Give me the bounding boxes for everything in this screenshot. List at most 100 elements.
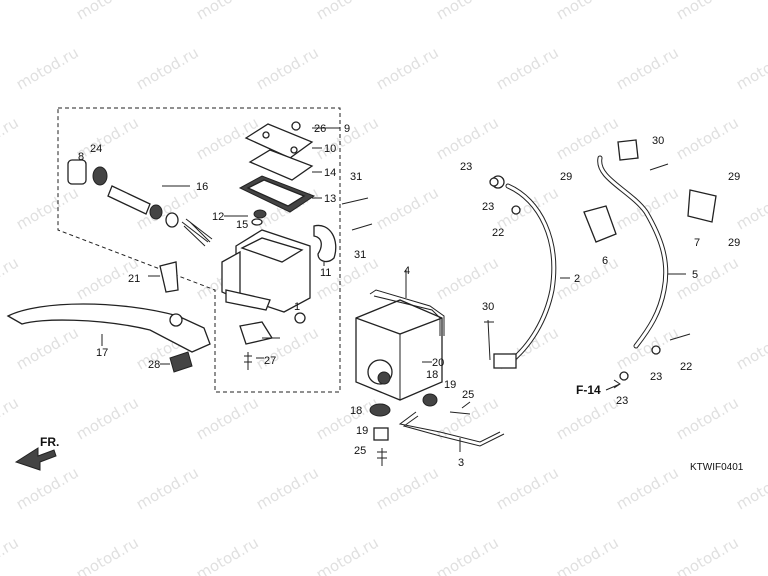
cap-hole xyxy=(262,131,270,139)
washer-23b xyxy=(511,205,521,215)
leader-lines xyxy=(101,127,686,452)
watermark-text: motod.ru xyxy=(73,0,142,23)
callout-14: 14 xyxy=(324,167,336,179)
watermark-text: motod.ru xyxy=(193,393,262,443)
washer-23d xyxy=(619,371,629,381)
watermark-text: motod.ru xyxy=(0,393,22,443)
circlip-24 xyxy=(92,166,108,186)
watermark-text: motod.ru xyxy=(733,183,768,233)
callout-25a: 25 xyxy=(462,389,474,401)
watermark-text: motod.ru xyxy=(373,43,442,93)
watermark-text: motod.ru xyxy=(673,533,742,576)
washer-23c xyxy=(651,345,661,355)
hose-fitting xyxy=(493,353,517,369)
callout-5: 5 xyxy=(692,269,698,281)
callout-26: 26 xyxy=(314,123,326,135)
callout-18b: 18 xyxy=(350,405,362,417)
washer-15 xyxy=(251,218,263,226)
callout-10: 10 xyxy=(324,143,336,155)
watermark-text: motod.ru xyxy=(0,113,22,163)
watermark-text: motod.ru xyxy=(73,393,142,443)
brake-switch xyxy=(239,321,274,345)
direction-label: FR. xyxy=(40,435,59,449)
watermark-text: motod.ru xyxy=(0,533,22,576)
diaphragm-inner xyxy=(246,179,306,207)
watermark-text: motod.ru xyxy=(73,533,142,576)
reference-label: F-14 xyxy=(576,383,601,397)
callout-23a: 23 xyxy=(460,161,472,173)
washer-12 xyxy=(253,209,267,219)
brake-hose-5-inner xyxy=(598,156,668,348)
bolt-30b xyxy=(649,163,669,171)
mount-rubber-18b xyxy=(422,393,438,407)
brake-pipe-3-outer xyxy=(402,415,505,447)
watermark-text: motod.ru xyxy=(13,463,82,513)
callout-29a: 29 xyxy=(560,171,572,183)
watermark-text: motod.ru xyxy=(193,0,262,23)
collar-19 xyxy=(373,427,389,441)
watermark-text: motod.ru xyxy=(0,253,22,303)
pivot-nut xyxy=(169,351,193,373)
brake-hose-2-inner xyxy=(506,184,556,364)
watermark-text: motod.ru xyxy=(373,463,442,513)
watermark-text: motod.ru xyxy=(673,253,742,303)
callout-2: 2 xyxy=(574,273,580,285)
watermark-text: motod.ru xyxy=(253,43,322,93)
watermark-text: motod.ru xyxy=(613,43,682,93)
watermark-text: motod.ru xyxy=(133,43,202,93)
callout-18a: 18 xyxy=(426,369,438,381)
watermark-text: motod.ru xyxy=(433,113,502,163)
callout-31b: 31 xyxy=(354,249,366,261)
callout-23b: 23 xyxy=(482,201,494,213)
callout-21: 21 xyxy=(128,273,140,285)
hose-bracket-7 xyxy=(687,189,717,223)
brake-pipe-4 xyxy=(369,289,445,336)
watermark-text: motod.ru xyxy=(13,323,82,373)
watermark-text: motod.ru xyxy=(493,43,562,93)
bolt-30 xyxy=(484,319,494,361)
hose-clamp-6 xyxy=(583,205,617,243)
reservoir-opening xyxy=(240,237,304,263)
callout-24: 24 xyxy=(90,143,102,155)
callout-16: 16 xyxy=(196,181,208,193)
callout-11: 11 xyxy=(320,267,331,279)
banjo-30 xyxy=(617,139,639,161)
watermark-text: motod.ru xyxy=(493,183,562,233)
callout-19a: 19 xyxy=(444,379,456,391)
callout-9: 9 xyxy=(344,123,350,135)
assembly-bracket-9 xyxy=(57,107,341,393)
piston xyxy=(107,185,151,215)
watermark-text: motod.ru xyxy=(433,0,502,23)
callout-30a: 30 xyxy=(652,135,664,147)
callout-12: 12 xyxy=(212,211,224,223)
brake-pipe-3 xyxy=(398,411,501,443)
callout-8: 8 xyxy=(78,151,84,163)
lever-mount xyxy=(225,289,271,311)
callout-27: 27 xyxy=(264,355,276,367)
front-direction-arrow-icon xyxy=(14,447,57,471)
bolt-22 xyxy=(669,333,691,341)
reference-arrow-icon xyxy=(605,379,621,391)
watermark-text: motod.ru xyxy=(313,393,382,443)
callout-4: 4 xyxy=(404,265,410,277)
piston-cup xyxy=(149,204,163,220)
watermark-text: motod.ru xyxy=(493,463,562,513)
abs-motor-core xyxy=(377,371,391,385)
callout-1: 1 xyxy=(294,301,300,313)
callout-29b: 29 xyxy=(728,171,740,183)
mount-bolt xyxy=(294,312,306,324)
watermark-text: motod.ru xyxy=(313,533,382,576)
watermark-text: motod.ru xyxy=(313,113,382,163)
cap-hole xyxy=(290,146,298,154)
pivot-bolt xyxy=(159,261,179,293)
bolt-25b xyxy=(449,401,471,415)
watermark-text: motod.ru xyxy=(193,533,262,576)
callout-25b: 25 xyxy=(354,445,366,457)
callout-numbers: 1 2 3 4 5 6 7 8 9 10 11 12 13 14 15 16 1… xyxy=(78,123,740,469)
piston-cup-2 xyxy=(165,212,179,228)
callout-20: 20 xyxy=(432,357,444,369)
callout-28: 28 xyxy=(148,359,160,371)
brake-pipe-4-outer xyxy=(373,295,441,336)
